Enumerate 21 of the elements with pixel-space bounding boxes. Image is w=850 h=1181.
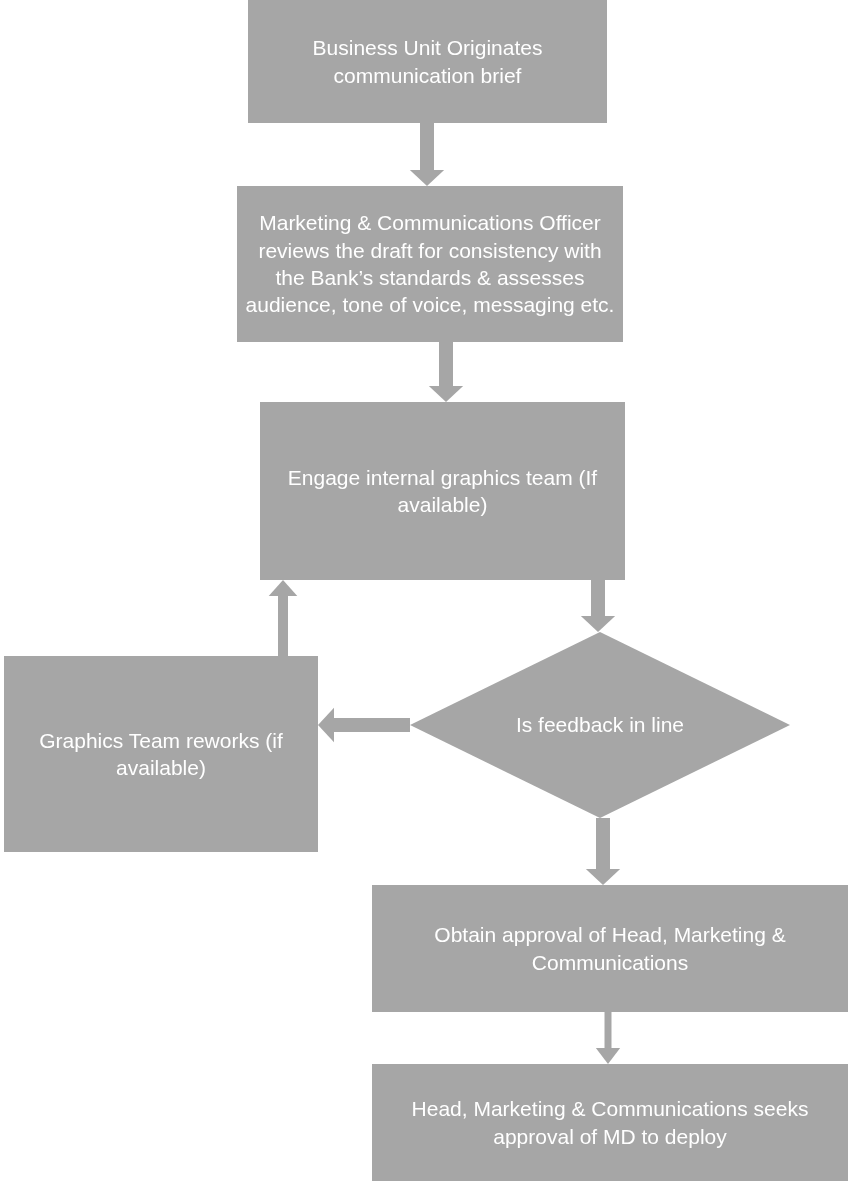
node-text: Is feedback in line (515, 712, 685, 739)
arrow (268, 580, 298, 656)
process-box (260, 402, 625, 580)
node-text: Marketing & Communications Officer reviews the draft for consistency with the Bank’s standards & assesses audience, tone of voice, messaging etc. (245, 210, 615, 319)
arrow (409, 123, 445, 186)
process-box (372, 1064, 848, 1181)
arrow (318, 707, 410, 743)
node-text: Obtain approval of Head, Marketing & Communications (433, 922, 787, 976)
node-text: Graphics Team reworks (if available) (38, 727, 284, 781)
node-text: Head, Marketing & Communications seeks approval of MD to deploy (410, 1096, 810, 1150)
arrow (580, 580, 616, 632)
process-box (4, 656, 318, 852)
arrow (585, 818, 621, 885)
decision-diamond (410, 632, 790, 818)
process-box (237, 186, 623, 342)
node-text: Engage internal graphics team (If available) (286, 464, 599, 518)
arrow (428, 342, 464, 402)
process-box (248, 0, 607, 123)
process-box (372, 885, 848, 1012)
arrow (595, 1012, 621, 1064)
node-text: Business Unit Originates communication brief (311, 35, 544, 89)
